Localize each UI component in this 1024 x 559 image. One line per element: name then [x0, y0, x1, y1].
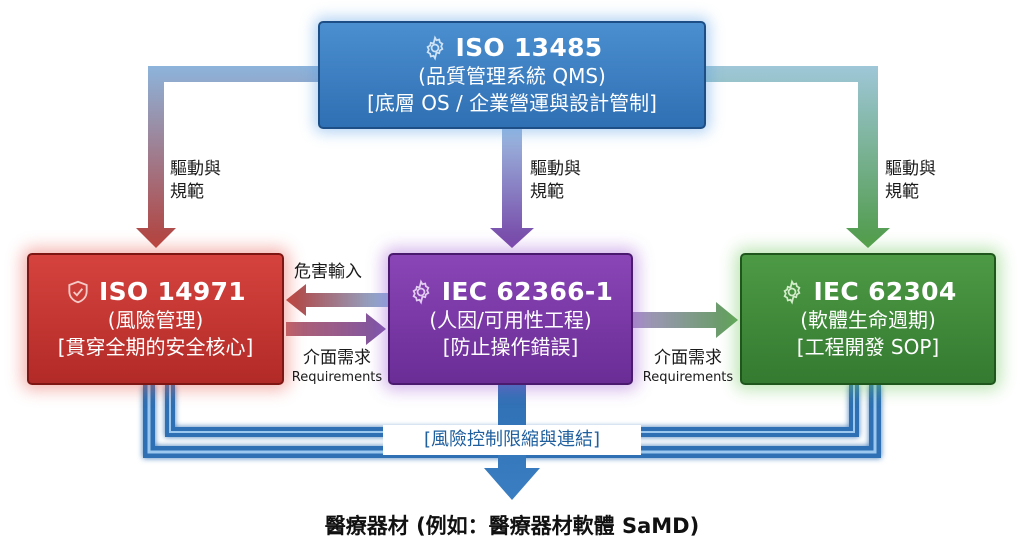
node-iec62304: IEC 62304 (軟體生命週期) [工程開發 SOP] [740, 253, 996, 385]
edge-label-drive-center-line1: 驅動與 [530, 159, 581, 179]
arrow-drive-center [490, 129, 534, 248]
node-iec62304-title: IEC 62304 [813, 277, 957, 306]
node-iso13485-description: [底層 OS / 企業營運與設計管制] [367, 91, 657, 115]
edge-label-drive-center: 驅動與 規範 [530, 158, 581, 204]
node-iso14971-title: ISO 14971 [99, 277, 246, 306]
gear-icon [426, 35, 444, 61]
edge-label-drive-center-line2: 規範 [530, 182, 564, 202]
arrow-drive-right [706, 66, 890, 248]
arrow-interface-right [633, 302, 738, 338]
node-iec62304-subtitle: (軟體生命週期) [800, 308, 936, 332]
edge-label-drive-left-line1: 驅動與 [170, 159, 221, 179]
arrow-drive-left [136, 66, 318, 248]
node-iso14971: ISO 14971 (風險管理) [貫穿全期的安全核心] [27, 253, 284, 385]
gear-icon [783, 279, 801, 305]
edge-label-drive-right-line1: 驅動與 [885, 159, 936, 179]
output-medical-device-label: 醫療器材 (例如：醫療器材軟體 SaMD) [324, 514, 700, 538]
node-iso14971-description: [貫穿全期的安全核心] [57, 335, 254, 359]
node-iso13485-subtitle: (品質管理系統 QMS) [418, 64, 606, 88]
node-iec62304-description: [工程開發 SOP] [796, 335, 940, 359]
node-iec62366: IEC 62366-1 (人因/可用性工程) [防止操作錯誤] [388, 253, 633, 385]
node-iso13485: ISO 13485 (品質管理系統 QMS) [底層 OS / 企業營運與設計管… [318, 21, 706, 129]
edge-label-drive-left-line2: 規範 [170, 182, 204, 202]
node-iso14971-subtitle: (風險管理) [107, 308, 204, 332]
node-iec62366-description: [防止操作錯誤] [442, 335, 579, 359]
gear-icon [412, 279, 430, 305]
edge-label-interface-left: 介面需求 Requirements [288, 347, 386, 386]
edge-label-interface-right-zh: 介面需求 [654, 348, 722, 368]
edge-label-drive-right-line2: 規範 [885, 182, 919, 202]
arrow-interface-left [286, 313, 386, 345]
edge-label-drive-left: 驅動與 規範 [170, 158, 221, 204]
shield-check-icon [68, 280, 88, 304]
node-iec62366-subtitle: (人因/可用性工程) [429, 308, 592, 332]
edge-label-interface-left-zh: 介面需求 [303, 348, 371, 368]
risk-control-link-label: [風險控制限縮與連結] [383, 425, 641, 455]
edge-label-hazard-input: 危害輸入 [294, 262, 362, 282]
edge-label-interface-right-en: Requirements [642, 370, 734, 385]
edge-label-drive-right: 驅動與 規範 [885, 158, 936, 204]
node-iec62366-title: IEC 62366-1 [441, 277, 614, 306]
node-iso13485-title: ISO 13485 [455, 33, 603, 62]
edge-label-interface-left-en: Requirements [291, 370, 383, 385]
arrow-hazard-input [286, 284, 388, 316]
edge-label-interface-right: 介面需求 Requirements [638, 347, 738, 386]
